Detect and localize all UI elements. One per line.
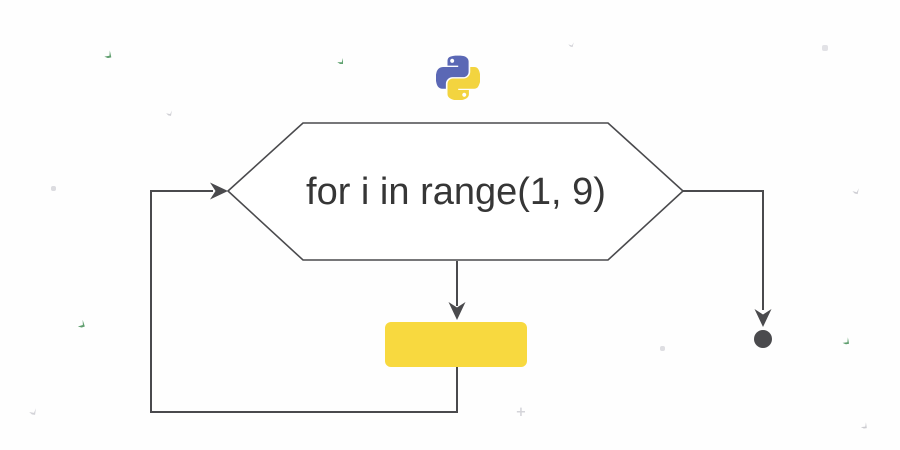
arrowhead-down-into-end	[754, 309, 772, 327]
loop-body-rectangle	[385, 322, 527, 367]
python-logo-icon	[436, 55, 480, 100]
arrowheads	[210, 182, 772, 348]
python-logo-yellow-snake	[447, 66, 480, 100]
arrowhead-down-into-body	[448, 302, 466, 320]
loopback-connector	[150, 190, 458, 413]
end-terminal-circle	[754, 330, 772, 348]
exit-connector	[683, 190, 764, 310]
connector-lines	[150, 190, 764, 413]
loop-condition-label: for i in range(1, 9)	[306, 171, 606, 213]
python-logo-blue-snake	[436, 55, 469, 89]
loop-condition-hexagon	[226, 122, 685, 261]
arrowhead-right-into-condition	[210, 182, 228, 200]
